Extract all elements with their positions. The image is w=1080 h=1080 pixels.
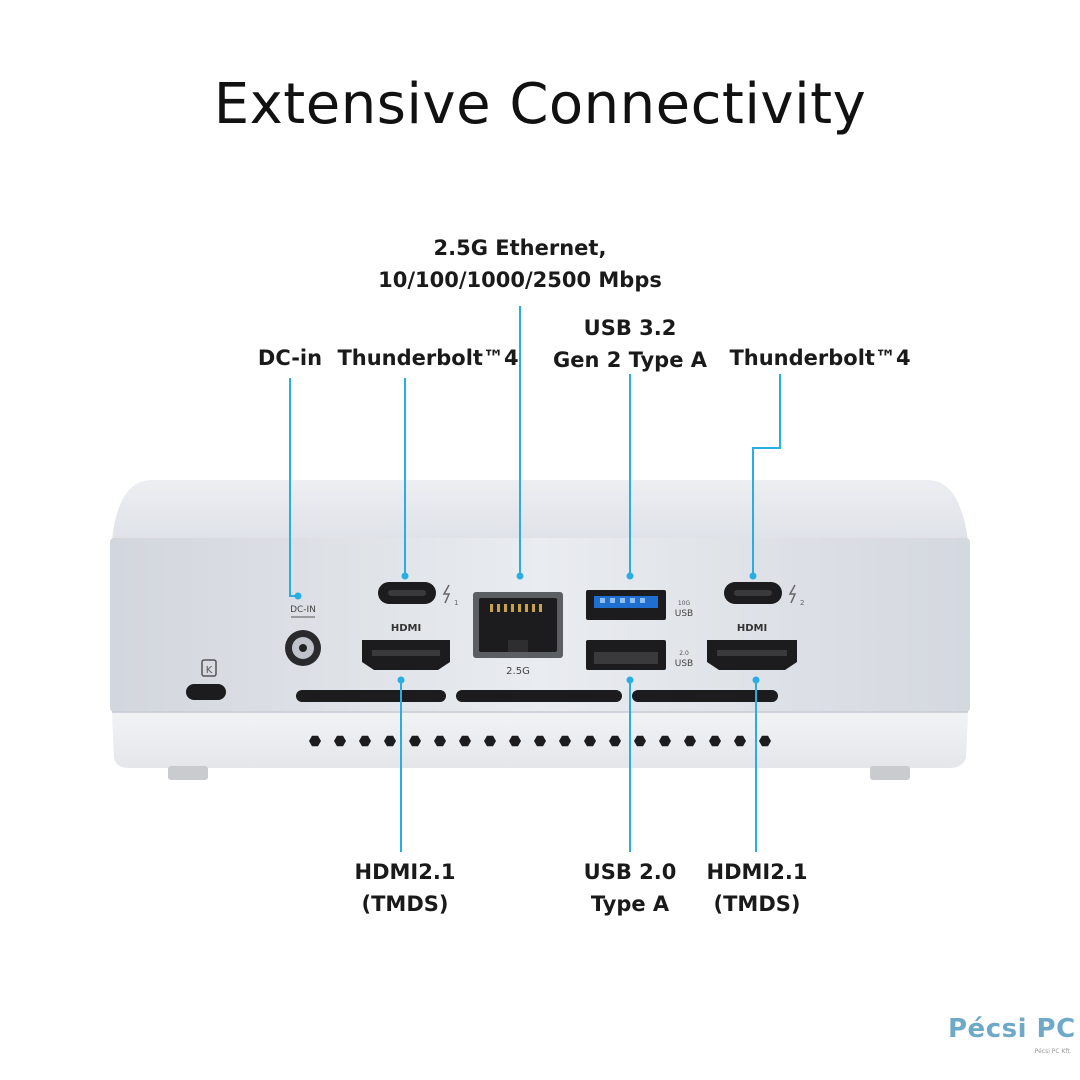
label-thunderbolt-right: Thunderbolt™4 [729, 346, 911, 370]
brand-logo-text: Pécsi PC [948, 1014, 1076, 1044]
vent-hole [334, 735, 346, 747]
label-usb32: USB 3.2 Gen 2 Type A [552, 316, 708, 372]
vent-hole [584, 735, 596, 747]
thunderbolt-port-right: 2 [724, 582, 804, 607]
vent-hole [734, 735, 746, 747]
tb-right-number: 2 [800, 599, 804, 607]
vent-hole [509, 735, 521, 747]
label-ethernet: 2.5G Ethernet, 10/100/1000/2500 Mbps [378, 236, 662, 292]
usb20-port: 2.0 USB [586, 640, 693, 670]
kensington-lock: K [186, 659, 226, 700]
vent-hole [634, 735, 646, 747]
dc-in-marking: DC-IN [290, 605, 316, 615]
hdmi-port-left: HDMI [362, 623, 450, 670]
brand-logo: Pécsi PC Pécsi PC Kft. [948, 1014, 1076, 1055]
vent-hole [559, 735, 571, 747]
base-vent-holes [309, 735, 771, 747]
vent-hole [484, 735, 496, 747]
vent-hole [534, 735, 546, 747]
vent-hole [609, 735, 621, 747]
tb-left-number: 1 [454, 599, 458, 607]
vent-hole [359, 735, 371, 747]
vent-hole [409, 735, 421, 747]
hdmi-right-marking: HDMI [737, 623, 767, 634]
hdmi-left-marking: HDMI [391, 623, 421, 634]
foot-left [168, 766, 208, 780]
ethernet-port: 2.5G [473, 592, 563, 677]
dc-in-port: DC-IN [285, 605, 321, 666]
brand-logo-subtitle: Pécsi PC Kft. [1034, 1048, 1072, 1055]
vent-hole [684, 735, 696, 747]
thunderbolt-port-left: 1 [378, 582, 458, 607]
vent-hole [459, 735, 471, 747]
ethernet-marking: 2.5G [506, 666, 530, 677]
label-dc-in: DC-in [257, 346, 323, 370]
vent-slots [296, 690, 778, 702]
page-title: Extensive Connectivity [213, 72, 867, 137]
hdmi-port-right: HDMI [707, 623, 797, 670]
lock-marking: K [206, 665, 213, 676]
usb-top-speed: 10G [678, 600, 691, 607]
usb-bottom-speed: 2.0 [679, 650, 689, 657]
label-usb20: USB 2.0 Type A [583, 860, 677, 916]
usb32-port: 10G USB [586, 590, 693, 620]
label-hdmi-right: HDMI2.1 (TMDS) [706, 860, 808, 916]
case-top [112, 480, 968, 540]
vent-hole [659, 735, 671, 747]
usb-bottom-marking: USB [675, 659, 693, 669]
vent-hole [384, 735, 396, 747]
usb-top-marking: USB [675, 609, 693, 619]
foot-right [870, 766, 910, 780]
vent-hole [309, 735, 321, 747]
label-thunderbolt-left: Thunderbolt™4 [337, 346, 519, 370]
vent-hole [709, 735, 721, 747]
label-hdmi-left: HDMI2.1 (TMDS) [354, 860, 456, 916]
vent-hole [759, 735, 771, 747]
vent-hole [434, 735, 446, 747]
